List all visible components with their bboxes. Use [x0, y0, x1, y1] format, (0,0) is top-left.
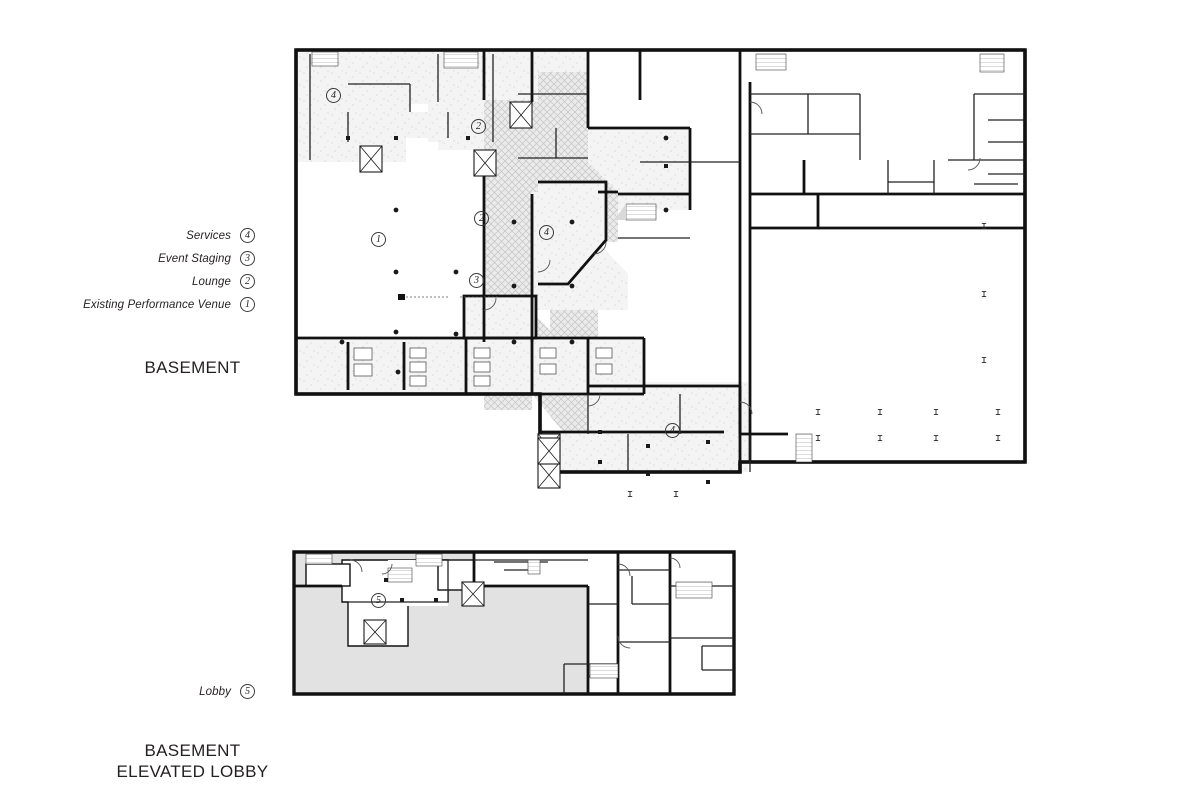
plan-marker-4-services-nw: 4: [326, 88, 341, 103]
legend-label-event-staging: Event Staging: [158, 252, 231, 265]
lobby-plan-title: BASEMENT ELEVATED LOBBY: [116, 741, 269, 781]
plan-marker-2-lounge-lower: 2: [474, 211, 489, 226]
legend-label-lounge: Lounge: [192, 275, 231, 288]
basement-plan-title: BASEMENT: [144, 358, 241, 377]
legend-label-lobby: Lobby: [199, 685, 231, 698]
plan-marker-3-event-staging: 3: [469, 273, 484, 288]
legend-item-lounge: Lounge 2: [60, 270, 255, 293]
legend-item-lobby: Lobby 5: [60, 680, 255, 703]
plan-marker-5-lobby: 5: [371, 593, 386, 608]
legend-label-existing-performance-venue: Existing Performance Venue: [83, 298, 231, 311]
plan-marker-2-lounge-upper: 2: [471, 119, 486, 134]
plan-marker-4-services-mid: 4: [539, 225, 554, 240]
elevated-lobby-floor-plan: [292, 550, 736, 696]
legend-marker-5: 5: [240, 684, 255, 699]
legend-item-existing-performance-venue: Existing Performance Venue 1: [60, 293, 255, 316]
plan-marker-1-existing-performance-venue: 1: [371, 232, 386, 247]
plan-marker-4-services-south: 4: [665, 423, 680, 438]
legend-marker-2: 2: [240, 274, 255, 289]
basement-legend: Services 4 Event Staging 3 Lounge 2 Exis…: [60, 224, 255, 316]
legend-item-services: Services 4: [60, 224, 255, 247]
legend-marker-3: 3: [240, 251, 255, 266]
legend-marker-1: 1: [240, 297, 255, 312]
basement-floor-plan: [294, 48, 1027, 498]
lobby-legend: Lobby 5: [60, 680, 255, 703]
legend-label-services: Services: [186, 229, 231, 242]
legend-marker-4: 4: [240, 228, 255, 243]
legend-item-event-staging: Event Staging 3: [60, 247, 255, 270]
